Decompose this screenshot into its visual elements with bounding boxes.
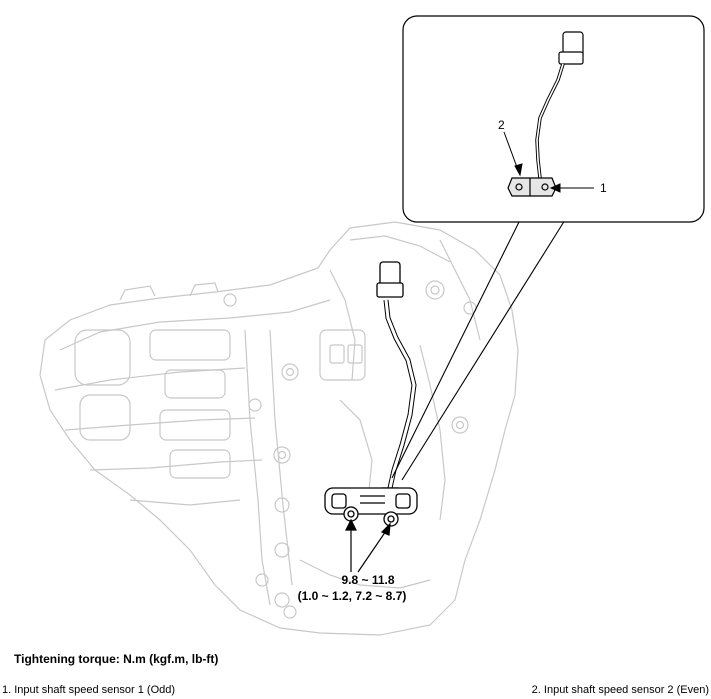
sensor-assembly [324, 261, 418, 527]
detail-callout-leaders [503, 131, 594, 193]
transmission-housing [39, 221, 519, 636]
detail-inset: 2 1 [402, 15, 705, 223]
legend-item-sensor-1: 1. Input shaft speed sensor 1 (Odd) [2, 684, 176, 696]
torque-value-converted: (1.0 ~ 1.2, 7.2 ~ 8.7) [298, 589, 407, 603]
detail-sensor-harness [507, 31, 584, 197]
legend-item-sensor-2: 2. Input shaft speed sensor 2 (Even) [531, 684, 709, 696]
detail-leader-lines [391, 219, 566, 481]
torque-value-metric: 9.8 ~ 11.8 [341, 573, 394, 587]
torque-arrows [345, 518, 391, 573]
torque-heading: Tightening torque: N.m (kgf.m, lb-ft) [14, 652, 219, 666]
callout-2-label: 2 [498, 118, 505, 132]
callout-1-label: 1 [600, 181, 607, 195]
